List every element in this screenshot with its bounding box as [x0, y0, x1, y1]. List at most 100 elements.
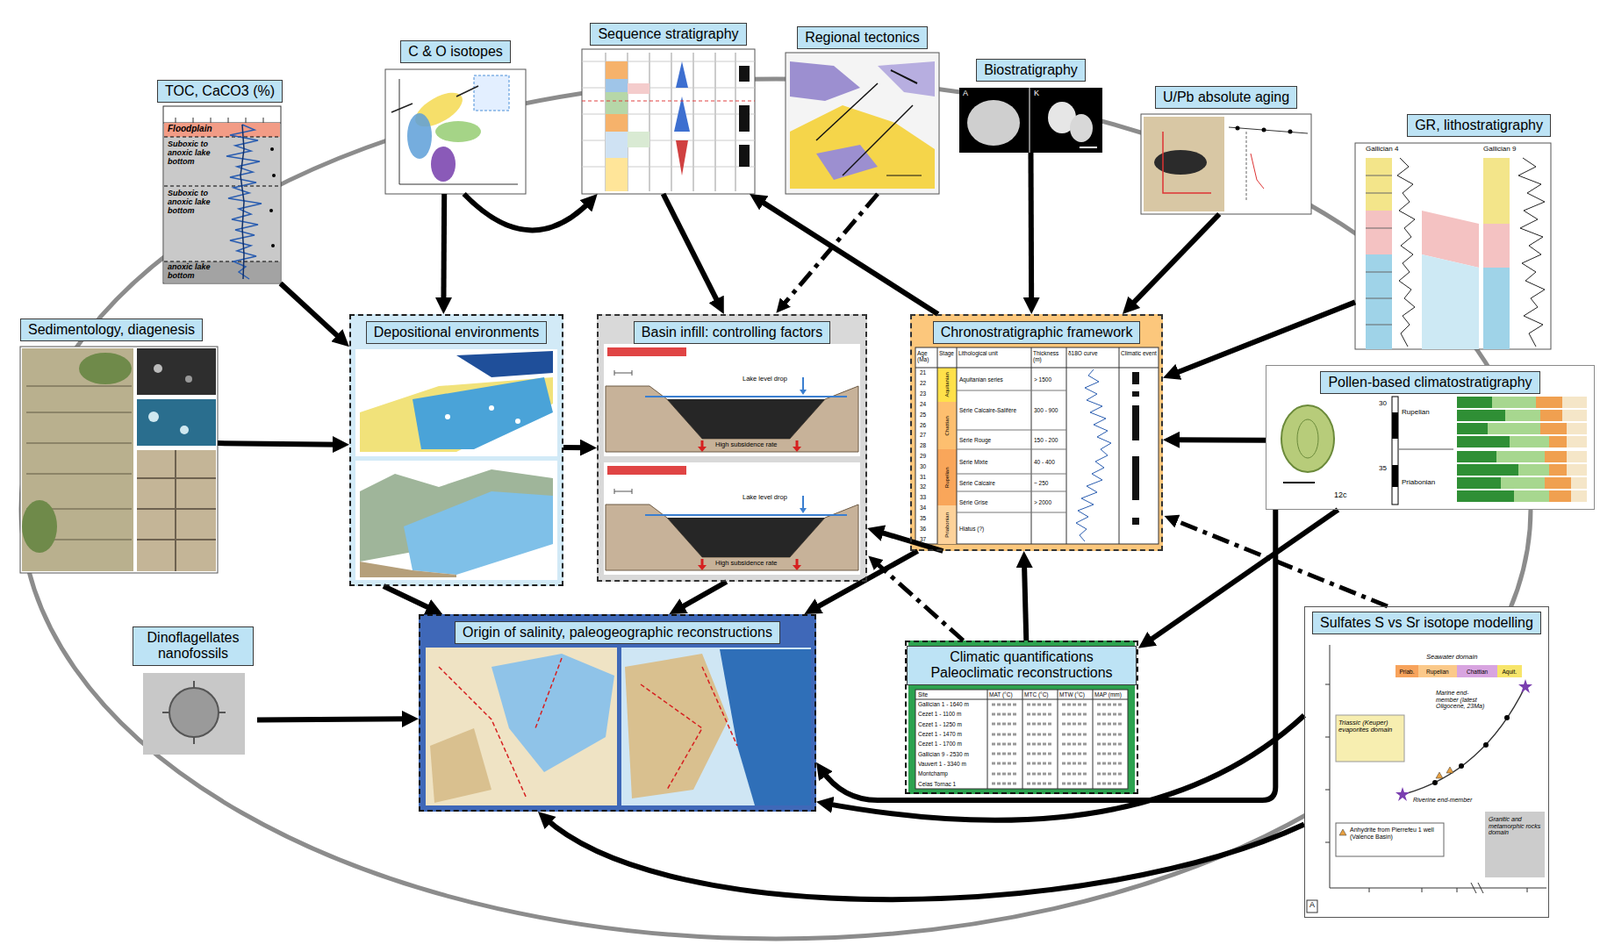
sequence-log-part: [627, 83, 650, 94]
annotation-label: Seawater domain: [1426, 653, 1478, 661]
annotation-label: Cezet 1 - 1250 m: [918, 721, 962, 728]
well-logs-part: [1365, 157, 1392, 211]
microfossil-photos-part: [967, 100, 1020, 146]
isotope-plot-part: [435, 121, 481, 143]
sequence-log-part: [581, 100, 755, 102]
annotation-label: 150 - 200: [1033, 437, 1066, 444]
pollen-panel-part: [1562, 409, 1587, 422]
isotope-model-plot-part: [1335, 715, 1405, 762]
pollen-panel-part: [1505, 409, 1541, 422]
salinity-box: Origin of salinity, paleogeographic reco…: [418, 614, 817, 812]
pollen-panel-part: [1456, 436, 1510, 448]
annotation-label: Cezet 1 - 1700 m: [918, 740, 962, 747]
pollen-panel-part: [1281, 405, 1335, 473]
annotation-label: > 1500: [1033, 376, 1066, 383]
climate-table-part: [915, 689, 1128, 790]
paleogeographic-maps-part: [491, 653, 615, 773]
outcrop-photos-part: [136, 399, 216, 446]
zircon-dating-part: [1228, 127, 1308, 134]
isotope-model-plot-part: [1339, 829, 1347, 836]
pollen-panel-part: [1509, 436, 1550, 448]
well-logs-part: [1365, 175, 1392, 325]
sedimentology-panel: Sedimentology, diagenesis: [20, 318, 218, 574]
pollen-panel-part: [1456, 477, 1501, 489]
flow-arrow: [1028, 152, 1035, 306]
zircon-dating-part: [1235, 126, 1241, 131]
zircon-dating-part: [1140, 114, 1312, 215]
paleogeographic-maps-part: [719, 649, 811, 806]
flow-arrow: [563, 444, 589, 451]
annotation-label: Vauvert 1 - 3340 m: [918, 760, 967, 768]
panel-heading: Pollen-based climatostratigraphy: [1320, 371, 1540, 395]
annotation-label: MAP (mm): [1094, 691, 1122, 698]
sequence-log-part: [739, 65, 750, 82]
sequence-log-part: [739, 105, 750, 132]
outcrop-photos-part: [21, 348, 134, 572]
tectonic-map-part: [877, 61, 935, 97]
pollen-panel-part: [1487, 423, 1541, 435]
tectonics-panel: Regional tectonics: [785, 26, 940, 194]
chrono-table: [910, 314, 1163, 552]
sequence-log-part: [605, 78, 628, 93]
well-logs-part: [1483, 267, 1510, 350]
pollen-panel-part: [1540, 409, 1563, 422]
toc-plot-part: [163, 106, 281, 284]
microfossil-photos: [959, 87, 1103, 153]
annotation-label: ~ 250: [1033, 480, 1066, 487]
chrono-table-part: [1132, 391, 1140, 397]
annotation-label: Gallician 1 - 1640 m: [918, 701, 969, 708]
zircon-dating-part: [1154, 150, 1207, 175]
outcrop-photos-part: [21, 500, 58, 553]
chrono-table-part: [910, 314, 1163, 552]
panel-heading: Sedimentology, diagenesis: [20, 318, 203, 342]
isotope-plot-part: [385, 69, 526, 194]
annotation-label: Age (Ma): [917, 350, 937, 363]
paleogeographic-maps-part: [425, 647, 618, 806]
annotation-label: anoxic lake bottom: [167, 263, 223, 281]
annotation-label: 29: [919, 452, 926, 460]
sequence-log: [581, 49, 755, 194]
annotation-label: Marine end-member (latest Oligocene, 23M…: [1435, 689, 1486, 711]
sequence-log-part: [605, 52, 736, 192]
tectonic-map-part: [789, 105, 935, 189]
chrono-table-part: [915, 347, 1159, 545]
chrono-table-part: [937, 449, 957, 506]
flow-arrow: [663, 193, 721, 307]
well-logs-part: [1483, 223, 1510, 268]
tectonic-map-part: [890, 70, 918, 84]
annotation-label: Hiatus (?): [959, 525, 1030, 532]
basin-panel: [596, 314, 868, 582]
toc-plot-part: [164, 186, 280, 187]
annotation-label: 40 - 400: [1033, 459, 1066, 466]
sequence-log-part: [581, 49, 755, 194]
annotation-label: MAT (°C): [989, 691, 1013, 698]
pollen-panel-part: [1518, 464, 1550, 476]
zircon-dating-part: [1250, 153, 1264, 189]
isotope-model-plot-part: [1458, 763, 1464, 769]
pollen-panel-part: [1566, 423, 1587, 435]
panel-heading: U/Pb absolute aging: [1155, 86, 1298, 109]
well-logs-part: [1365, 210, 1392, 255]
annotation-label: K: [1033, 89, 1040, 99]
zircon-dating-part: [1262, 128, 1267, 133]
annotation-label: Lithological unit: [958, 350, 1029, 357]
isotope-model-plot-part: [1497, 665, 1522, 678]
toc-plot-part: [272, 173, 276, 178]
panel-heading: Regional tectonics: [796, 26, 928, 50]
isotope-model-plot-part: [1456, 665, 1498, 678]
pollen-panel-part: [1571, 490, 1587, 503]
isotope-model-plot-part: [1335, 823, 1444, 857]
annotation-label: > 2000: [1033, 499, 1066, 506]
depositional-panel-part: [488, 405, 495, 411]
panel-heading: Biostratigraphy: [975, 58, 1086, 82]
pollen-panel-part: [1549, 436, 1567, 448]
outcrop-photos-part: [78, 352, 132, 385]
toc-plot-part: [164, 261, 280, 263]
annotation-label: Anhydrite from Pierrefeu 1 well (Valence…: [1349, 826, 1440, 840]
depositional-box: Depositional environments: [349, 314, 564, 587]
isotope-model-plot: [1304, 606, 1550, 919]
tectonic-map-part: [816, 83, 878, 141]
pollen-panel-part: [1391, 396, 1399, 505]
dating-panel: U/Pb absolute aging: [1140, 86, 1312, 215]
annotation-label: 28: [919, 442, 926, 449]
